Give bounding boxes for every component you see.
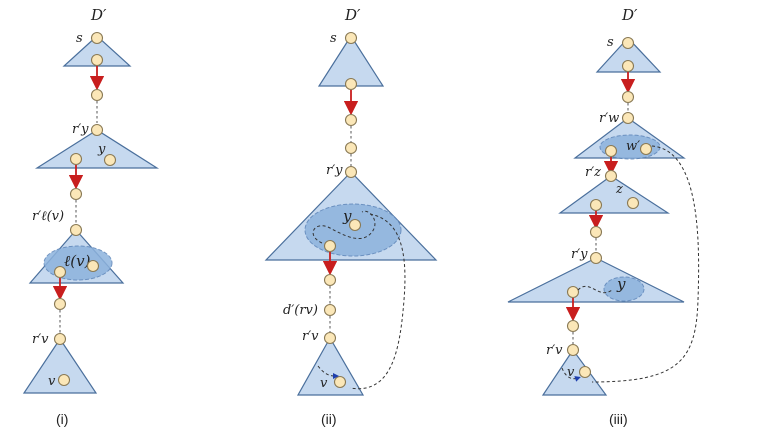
node-rl [69,223,83,237]
node [566,319,580,333]
node-rv [323,331,337,345]
node-rw [621,111,635,125]
label-w: w′ [626,139,640,154]
node [621,59,635,73]
label-s: s [76,31,83,46]
panel-iii-title: D′ [621,6,638,24]
path-curve [577,285,613,294]
node-s [90,31,104,45]
panel-iii: D′ s r′w w′ r′z z r′y y [507,6,700,427]
label-lv: ℓ(v) [64,252,91,270]
node [69,152,83,166]
caption-i: (i) [56,411,68,427]
node [53,265,67,279]
long-dashed-path [349,213,406,390]
node [53,297,67,311]
triangle-ry [34,129,160,169]
label-v: v [48,374,56,389]
node-rv [566,343,580,357]
node [344,113,358,127]
panel-i-title: D′ [90,6,107,24]
triangle-z [558,175,671,214]
panel-ii: D′ s r′y y d′(rv) r′v v (ii) [264,6,438,427]
node [90,53,104,67]
node-v [578,365,592,379]
node [86,259,100,273]
panel-ii-title: D′ [344,6,361,24]
panel-i: D′ s r′y y r′ℓ(v) ℓ(v) r′v v [22,6,160,427]
label-v: v [320,376,328,391]
node-rv [53,332,67,346]
label-rv: r′v [302,329,319,344]
label-ry: r′y [326,163,343,178]
label-y: y [97,142,106,157]
node [626,196,640,210]
node [323,239,337,253]
node [566,285,580,299]
node [589,225,603,239]
node-d [323,303,337,317]
label-rw: r′w [599,111,619,126]
node-y [348,218,362,232]
caption-ii: (ii) [321,411,337,427]
node-v [57,373,71,387]
node-ry [589,251,603,265]
node [344,77,358,91]
label-rv: r′v [546,343,563,358]
label-y: y [616,275,626,293]
label-ry: r′y [72,122,89,137]
node-rz [604,169,618,183]
path-curve [312,210,376,244]
long-dashed-path [591,145,700,383]
node [604,144,618,158]
label-s: s [607,35,614,50]
label-v: v [567,365,575,380]
node-ry [90,123,104,137]
label-rv: r′v [32,332,49,347]
node [589,198,603,212]
node-v [333,375,347,389]
node [69,187,83,201]
caption-iii: (iii) [609,411,628,427]
label-ry: r′y [571,247,588,262]
node-s [344,31,358,45]
node [344,141,358,155]
triangle-y [507,257,685,303]
node-ry [344,165,358,179]
label-rl: r′ℓ(v) [32,209,64,224]
label-y: y [342,207,352,225]
label-d: d′(rv) [283,303,318,318]
node-w [639,142,653,156]
short-path [561,367,581,382]
node [621,90,635,104]
blob-y [603,276,645,302]
node [90,88,104,102]
short-path [317,365,339,379]
node-s [621,36,635,50]
node-y [103,153,117,167]
node [323,273,337,287]
label-z: z [615,182,623,197]
triangle-v [22,337,98,394]
label-rz: r′z [585,165,601,180]
triangle-v [296,336,365,396]
label-s: s [330,31,337,46]
